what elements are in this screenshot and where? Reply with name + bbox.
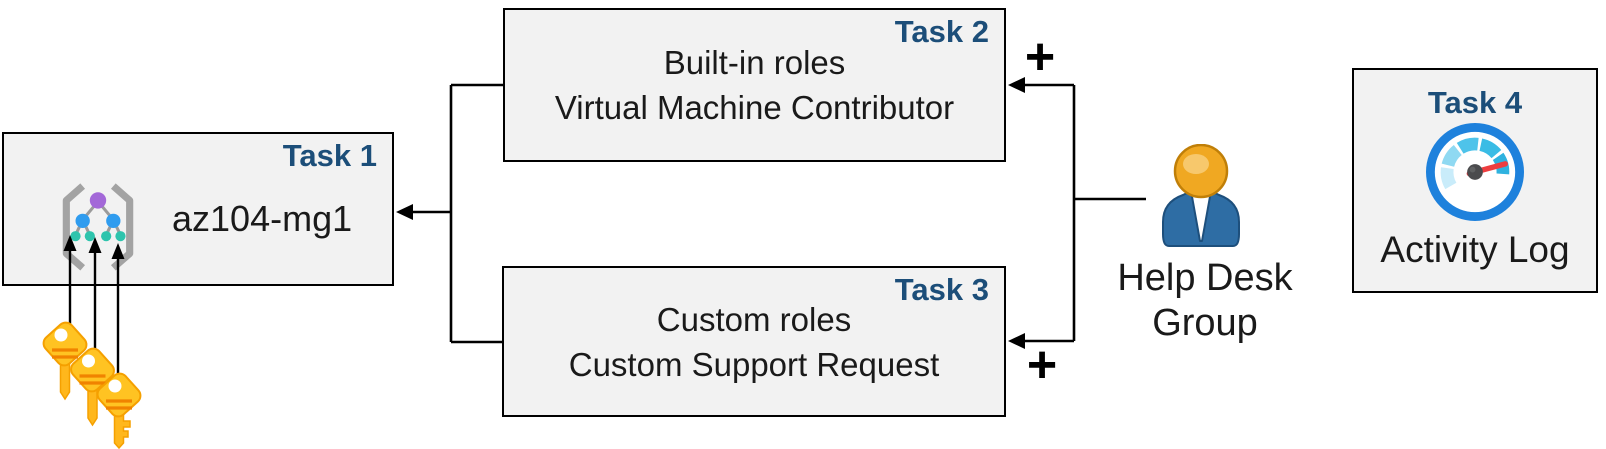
task4-title: Activity Log: [1380, 229, 1570, 270]
connector-left-bracket: [412, 83, 503, 344]
person-icon: [1162, 144, 1240, 247]
task1-box: Task 1 az104-mg1: [2, 132, 394, 286]
management-group-icon: [62, 183, 134, 271]
key-icon: [70, 347, 115, 427]
keys-icon: [42, 321, 142, 449]
arrow-to-task2: [1008, 77, 1025, 93]
task2-box: Task 2 Built-in roles Virtual Machine Co…: [503, 8, 1006, 162]
task3-label: Task 3: [894, 272, 989, 307]
task2-line1: Built-in roles: [663, 44, 846, 81]
activity-log-gauge-icon: [1426, 123, 1524, 221]
task3-line1: Custom roles: [656, 300, 852, 338]
helpdesk-caption-line1: Help Desk: [1117, 257, 1293, 299]
plus-sign-top: +: [1024, 27, 1056, 86]
task3-text: Custom roles Custom Support Request: [504, 268, 1004, 415]
task3-line2: Custom Support Request: [568, 345, 940, 383]
task4-box: Task 4 Activity Log: [1352, 68, 1598, 293]
task3-box: Task 3 Custom roles Custom Support Reque…: [502, 266, 1006, 417]
helpdesk-group-caption: Help Desk Group: [1115, 256, 1295, 346]
task2-line2: Virtual Machine Contributor: [554, 89, 955, 126]
plus-sign-bottom: +: [1026, 335, 1058, 394]
task2-text: Built-in roles Virtual Machine Contribut…: [505, 10, 1004, 160]
key-icon: [42, 321, 88, 401]
arrow-to-task1: [396, 204, 413, 220]
task1-label: Task 1: [282, 138, 377, 173]
task1-title: az104-mg1: [172, 198, 353, 239]
task4-label: Task 4: [1427, 85, 1523, 120]
key-icon: [96, 372, 142, 449]
arrow-to-task3: [1008, 333, 1025, 349]
helpdesk-caption-line2: Group: [1152, 302, 1258, 344]
task2-label: Task 2: [894, 14, 989, 49]
